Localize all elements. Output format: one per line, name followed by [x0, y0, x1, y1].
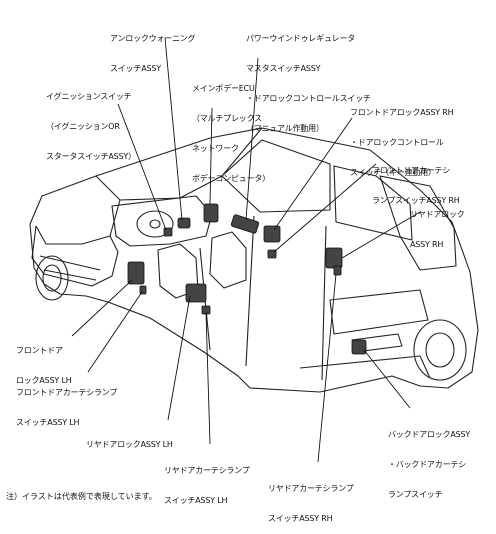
- label-line: （マルチプレックス: [192, 114, 262, 123]
- label-line: ASSY RH: [410, 240, 444, 249]
- label-line: ボデーコンピュータ）: [192, 174, 270, 183]
- label-line: リヤドアロック: [410, 210, 465, 219]
- label-line: ・バックドアカーテシ: [388, 460, 466, 469]
- label-line: スイッチASSY LH: [16, 418, 80, 427]
- front-door-lock-rh-marker: [263, 225, 281, 243]
- label-main-body-ecu: メインボデーECU （マルチプレックス ネットワーク ボデーコンピュータ）: [192, 64, 270, 194]
- unlock-warning-switch-marker: [177, 217, 191, 229]
- label-line: スタータスイッチASSY）: [46, 152, 136, 161]
- label-rear-door-lock-lh: リヤドアロックASSY LH: [86, 420, 173, 460]
- label-line: リヤドアカーテシランプ: [268, 484, 354, 493]
- label-front-door-lock-lh: フロントドア ロックASSY LH: [16, 326, 72, 396]
- label-line: （マニュアル作動用）: [246, 124, 324, 133]
- leader-rear-door-lock-rh: [341, 211, 421, 259]
- label-line: リヤドアロックASSY LH: [86, 440, 173, 449]
- rear-courtesy-rh-marker: [333, 265, 342, 276]
- front-courtesy-lh-marker: [139, 285, 147, 295]
- label-line: フロントドア: [16, 346, 63, 355]
- leader-rear-door-lock-lh: [167, 295, 191, 421]
- leader-unlock-warning: [164, 37, 183, 221]
- label-front-courtesy-switch-lh: フロントドアカーテシランプ スイッチASSY LH: [16, 368, 117, 438]
- label-line: スイッチASSY RH: [268, 514, 333, 523]
- label-back-door-lock: バックドアロックASSY ・バックドアカーテシ ランプスイッチ: [388, 410, 470, 510]
- back-door-lock-marker: [351, 339, 367, 355]
- label-ignition-switch: イグニッションスイッチ （イグニッションOR スタータスイッチASSY）: [46, 72, 136, 172]
- label-line: ランプスイッチ: [388, 490, 443, 499]
- leader-rear-courtesy-rh: [317, 273, 337, 463]
- ignition-switch-marker: [163, 227, 173, 237]
- label-line: イグニッションスイッチ: [46, 92, 132, 101]
- label-line: アンロックウォーニング: [110, 34, 196, 43]
- leader-front-courtesy-rh: [273, 163, 377, 253]
- leader-lines: [71, 37, 421, 463]
- component-markers: [127, 203, 367, 355]
- label-line: バックドアロックASSY: [388, 430, 471, 439]
- leader-power-window: [245, 57, 259, 221]
- leader-front-door-lock-lh: [71, 279, 133, 337]
- front-door-lock-lh-marker: [127, 261, 145, 285]
- power-window-master-switch-marker: [230, 214, 260, 234]
- label-unlock-warning-switch: アンロックウォーニング スイッチASSY: [110, 14, 196, 84]
- label-power-window-master-switch: パワーウインドゥレギュレータ マスタスイッチASSY ・ドアロックコントロールス…: [246, 14, 371, 144]
- label-line: ロックASSY LH: [16, 376, 72, 385]
- main-body-ecu-marker: [203, 203, 219, 223]
- label-line: ネットワーク: [192, 144, 239, 153]
- label-line: パワーウインドゥレギュレータ: [246, 34, 356, 43]
- leader-main-body-ecu: [209, 107, 213, 205]
- vehicle-door-lock-diagram: [29, 37, 479, 463]
- leader-rear-courtesy-lh: [205, 311, 211, 445]
- footnote: 注）イラストは代表例で表現しています。: [6, 492, 157, 501]
- label-line: スイッチ（キー連動用）: [350, 168, 436, 177]
- leader-ignition: [117, 103, 167, 231]
- label-line: フロントドアカーテシランプ: [16, 388, 118, 397]
- label-rear-courtesy-switch-lh: リヤドアカーテシランプ スイッチASSY LH: [164, 446, 250, 516]
- label-line: フロントドアロックASSY RH: [350, 108, 454, 117]
- label-line: スイッチASSY: [110, 64, 161, 73]
- label-line: フロントドアカーテシ: [372, 166, 450, 175]
- label-line: メインボデーECU: [192, 84, 255, 93]
- leader-front-courtesy-lh: [87, 291, 143, 373]
- label-line: ランプスイッチASSY RH: [372, 196, 460, 205]
- leader-front-door-lock-rh: [273, 117, 353, 231]
- label-line: リヤドアカーテシランプ: [164, 466, 250, 475]
- leader-back-door-lock: [363, 349, 411, 409]
- label-line: ・ドアロックコントロール: [350, 138, 444, 147]
- label-rear-door-lock-rh: リヤドアロック ASSY RH: [410, 190, 465, 260]
- label-line: （イグニッションOR: [46, 122, 120, 131]
- vehicle-outline: [29, 127, 479, 393]
- label-front-courtesy-switch-rh: フロントドアカーテシ ランプスイッチASSY RH: [372, 146, 460, 216]
- rear-door-lock-lh-marker: [185, 283, 207, 303]
- label-front-door-lock-rh: フロントドアロックASSY RH ・ドアロックコントロール スイッチ（キー連動用…: [350, 88, 454, 188]
- label-line: スイッチASSY LH: [164, 496, 228, 505]
- label-line: ・ドアロックコントロールスイッチ: [246, 94, 371, 103]
- rear-door-lock-rh-marker: [325, 247, 343, 269]
- label-rear-courtesy-switch-rh: リヤドアカーテシランプ スイッチASSY RH: [268, 464, 354, 534]
- label-line: マスタスイッチASSY: [246, 64, 321, 73]
